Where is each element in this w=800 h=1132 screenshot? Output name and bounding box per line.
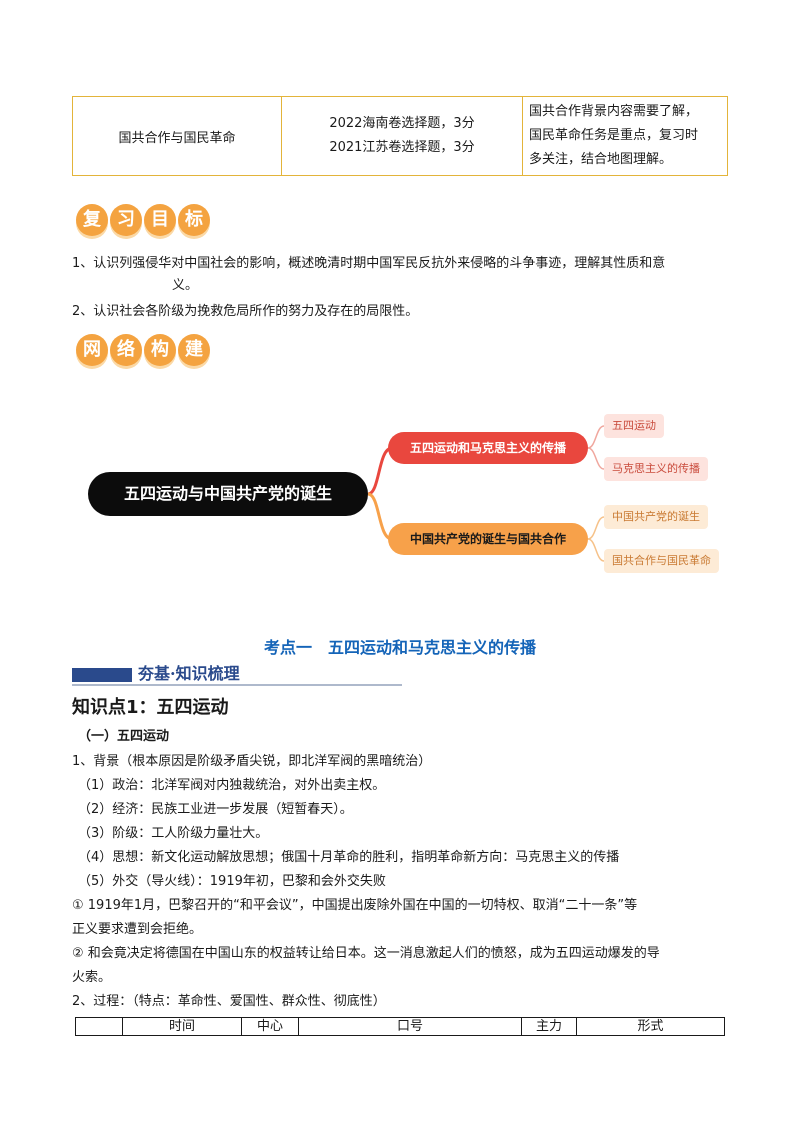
table-header: 形式 bbox=[576, 1017, 725, 1036]
content-line: 火索。 bbox=[72, 970, 112, 985]
exam-list: 2022海南卷选择题，3分 2021江苏卷选择题，3分 bbox=[281, 96, 523, 176]
content-line: ① 1919年1月，巴黎召开的“和平会议”，中国提出废除外国在中国的一切特权、取… bbox=[72, 898, 638, 913]
exam-table: 国共合作与国民革命 2022海南卷选择题，3分 2021江苏卷选择题，3分 国共… bbox=[72, 96, 728, 176]
exam-item: 2022海南卷选择题，3分 bbox=[329, 116, 475, 131]
content-line: 1、背景（根本原因是阶级矛盾尖锐，即北洋军阀的黑暗统治） bbox=[72, 754, 432, 769]
mindmap-leaf: 五四运动 bbox=[604, 414, 664, 438]
advice-line: 国共合作背景内容需要了解， bbox=[529, 104, 699, 119]
mindmap-leaf: 国共合作与国民革命 bbox=[604, 549, 719, 573]
banner-underline bbox=[72, 684, 402, 686]
mindmap-leaf: 中国共产党的诞生 bbox=[604, 505, 708, 529]
content-line: ② 和会竟决定将德国在中国山东的权益转让给日本。这一消息激起人们的愤怒，成为五四… bbox=[72, 946, 660, 961]
advice-line: 多关注，结合地图理解。 bbox=[529, 152, 673, 167]
advice-line: 国民革命任务是重点，复习时 bbox=[529, 128, 699, 143]
review-goals-badge: 复 习 目 标 bbox=[76, 204, 210, 236]
table-header bbox=[75, 1017, 123, 1036]
content-line: （2）经济：民族工业进一步发展（短暂春天）。 bbox=[78, 802, 353, 817]
content-line: （3）阶级：工人阶级力量壮大。 bbox=[78, 826, 269, 841]
mindmap-branch-2: 中国共产党的诞生与国共合作 bbox=[388, 523, 588, 555]
section-banner: 夯基·知识梳理 bbox=[72, 662, 402, 686]
table-row: 时间 中心 口号 主力 形式 bbox=[75, 1017, 725, 1036]
review-goal-1-cont: 义。 bbox=[172, 278, 199, 293]
sub-title: （一）五四运动 bbox=[78, 729, 170, 744]
mindmap-branch-1: 五四运动和马克思主义的传播 bbox=[388, 432, 588, 464]
table-header: 口号 bbox=[298, 1017, 522, 1036]
table-header: 中心 bbox=[241, 1017, 299, 1036]
badge-char: 目 bbox=[144, 204, 176, 236]
review-goal-1: 1、认识列强侵华对中国社会的影响，概述晚清时期中国军民反抗外来侵略的斗争事迹，理… bbox=[72, 256, 666, 271]
badge-char: 习 bbox=[110, 204, 142, 236]
network-badge: 网 络 构 建 bbox=[76, 334, 210, 366]
table-header: 时间 bbox=[122, 1017, 242, 1036]
mindmap-leaf: 马克思主义的传播 bbox=[604, 457, 708, 481]
content-line: 正义要求遭到会拒绝。 bbox=[72, 922, 203, 937]
content-line: 2、过程：（特点：革命性、爱国性、群众性、彻底性） bbox=[72, 994, 386, 1009]
review-goal-2: 2、认识社会各阶级为挽救危局所作的努力及存在的局限性。 bbox=[72, 304, 419, 319]
banner-bar bbox=[72, 668, 132, 682]
badge-char: 建 bbox=[178, 334, 210, 366]
banner-text: 夯基·知识梳理 bbox=[138, 664, 240, 683]
table-header: 主力 bbox=[521, 1017, 577, 1036]
knowledge-title: 知识点1：五四运动 bbox=[72, 697, 229, 718]
kaodian-title: 考点一 五四运动和马克思主义的传播 bbox=[263, 638, 536, 657]
content-line: （4）思想：新文化运动解放思想；俄国十月革命的胜利，指明革命新方向：马克思主义的… bbox=[78, 850, 620, 865]
badge-char: 网 bbox=[76, 334, 108, 366]
content-line: （5）外交（导火线）：1919年初，巴黎和会外交失败 bbox=[78, 874, 386, 889]
content-line: （1）政治：北洋军阀对内独裁统治，对外出卖主权。 bbox=[78, 778, 386, 793]
process-table: 时间 中心 口号 主力 形式 bbox=[75, 1017, 725, 1036]
mindmap-root: 五四运动与中国共产党的诞生 bbox=[88, 472, 368, 516]
badge-char: 构 bbox=[144, 334, 176, 366]
badge-char: 络 bbox=[110, 334, 142, 366]
content-lines: 1、背景（根本原因是阶级矛盾尖锐，即北洋军阀的黑暗统治） （1）政治：北洋军阀对… bbox=[72, 750, 732, 1014]
exam-advice: 国共合作背景内容需要了解， 国民革命任务是重点，复习时 多关注，结合地图理解。 bbox=[522, 96, 728, 176]
badge-char: 标 bbox=[178, 204, 210, 236]
badge-char: 复 bbox=[76, 204, 108, 236]
exam-item: 2021江苏卷选择题，3分 bbox=[329, 140, 475, 155]
exam-topic: 国共合作与国民革命 bbox=[72, 96, 282, 176]
